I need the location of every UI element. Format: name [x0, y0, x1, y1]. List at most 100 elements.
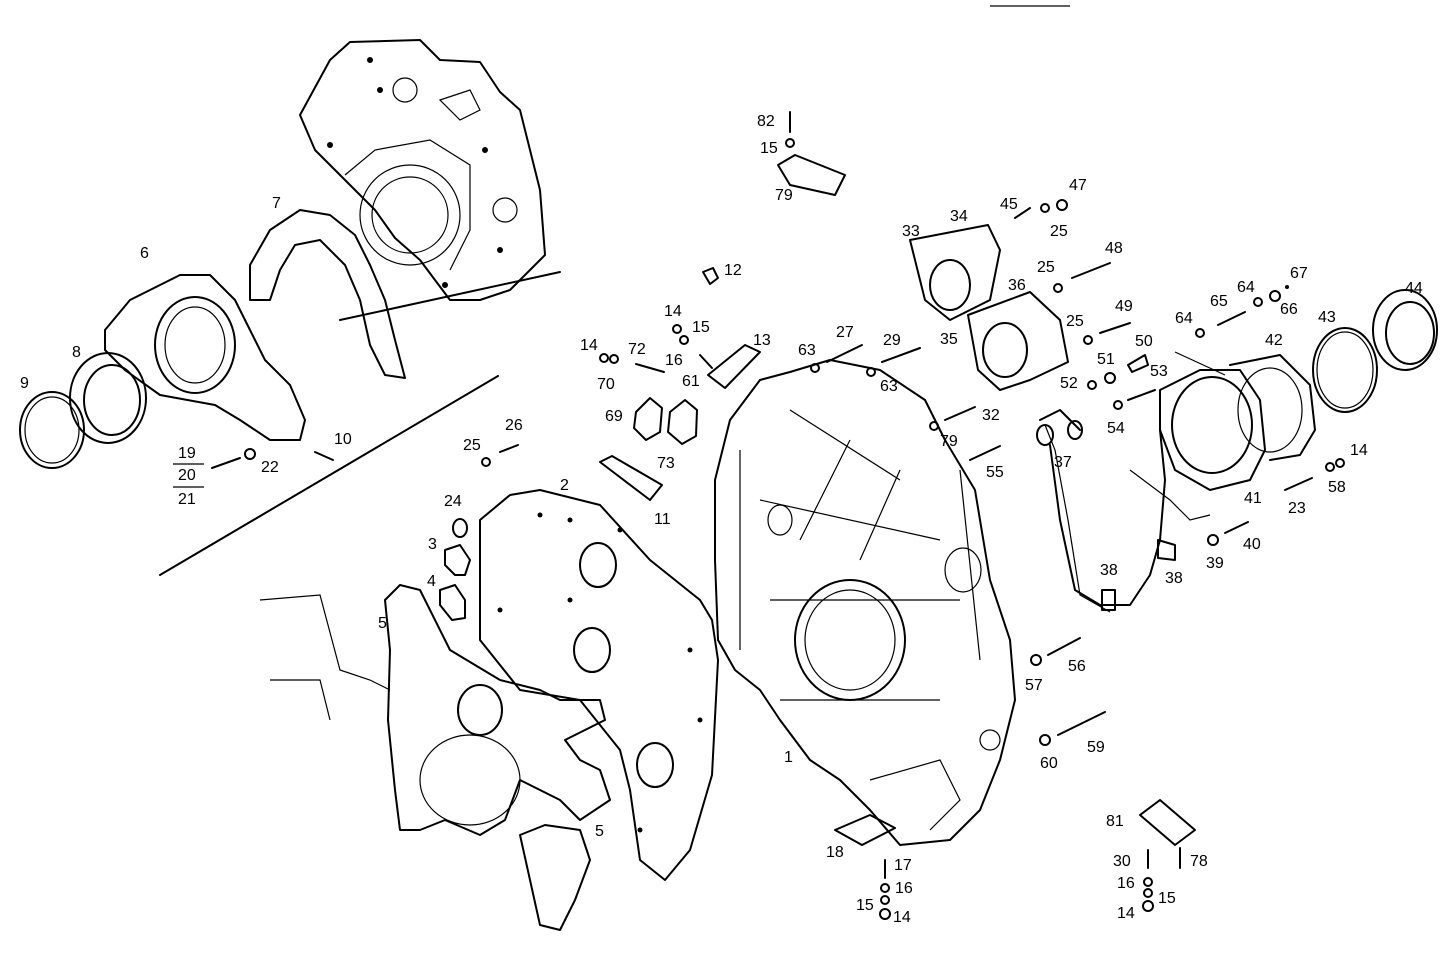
label-57: 57 — [1025, 677, 1043, 694]
label-18: 18 — [826, 844, 844, 861]
label-25: 25 — [1037, 259, 1055, 276]
plate-18 — [834, 814, 896, 846]
bracket-4 — [439, 584, 466, 621]
gasket-69 — [633, 397, 663, 441]
label-41: 41 — [1244, 490, 1262, 507]
dowel-10 — [314, 451, 334, 461]
label-78: 78 — [1190, 853, 1208, 870]
label-73: 73 — [657, 455, 675, 472]
label-36: 36 — [1008, 277, 1026, 294]
label-24: 24 — [444, 493, 462, 510]
label-53: 53 — [1150, 363, 1168, 380]
svg-text:20: 20 — [178, 467, 196, 484]
seal-ring-8 — [69, 352, 147, 444]
seal-housing-6 — [104, 274, 306, 441]
label-39: 39 — [1206, 555, 1224, 572]
label-2: 2 — [560, 477, 569, 494]
label-15: 15 — [856, 897, 874, 914]
label-64: 64 — [1237, 279, 1255, 296]
label-22: 22 — [261, 459, 279, 476]
label-16: 16 — [895, 880, 913, 897]
label-43: 43 — [1318, 309, 1336, 326]
label-54: 54 — [1107, 420, 1125, 437]
cover-33-34 — [909, 224, 1001, 321]
label-26: 26 — [505, 417, 523, 434]
label-16: 16 — [665, 352, 683, 369]
bolt-26 — [499, 444, 519, 453]
label-30: 30 — [1113, 853, 1131, 870]
label-47: 47 — [1069, 177, 1087, 194]
label-16: 16 — [1117, 875, 1135, 892]
label-72: 72 — [628, 341, 646, 358]
label-55: 55 — [986, 464, 1004, 481]
cover-41-42 — [1159, 354, 1316, 491]
label-82: 82 — [757, 113, 775, 130]
label-40: 40 — [1243, 536, 1261, 553]
label-29: 29 — [883, 332, 901, 349]
label-35: 35 — [940, 331, 958, 348]
label-14: 14 — [1117, 905, 1135, 922]
label-14: 14 — [1350, 442, 1368, 459]
pad-79-top — [777, 154, 846, 196]
svg-text:21: 21 — [178, 491, 196, 508]
label-63: 63 — [798, 342, 816, 359]
label-52: 52 — [1060, 375, 1078, 392]
gasket-7 — [249, 209, 406, 379]
label-27: 27 — [836, 324, 854, 341]
label-15: 15 — [1158, 890, 1176, 907]
plate-81 — [1139, 799, 1196, 846]
bracket-5 — [519, 824, 591, 931]
label-32: 32 — [982, 407, 1000, 424]
plug-12 — [702, 267, 719, 285]
tube-11 — [599, 455, 663, 501]
label-15: 15 — [692, 319, 710, 336]
label-6: 6 — [140, 245, 149, 262]
label-10: 10 — [334, 431, 352, 448]
label-14: 14 — [893, 909, 911, 926]
bracket-3 — [444, 544, 471, 576]
label-56: 56 — [1068, 658, 1086, 675]
label-44: 44 — [1405, 280, 1423, 297]
oil-pipe-37-38 — [1036, 409, 1211, 613]
pipe-left — [259, 594, 391, 721]
label-23: 23 — [1288, 500, 1306, 517]
label-81: 81 — [1106, 813, 1124, 830]
separator-line-upper — [339, 271, 561, 321]
label-50: 50 — [1135, 333, 1153, 350]
label-4: 4 — [427, 573, 436, 590]
label-51: 51 — [1097, 351, 1115, 368]
plug-24 — [452, 518, 468, 538]
label-79: 79 — [775, 187, 793, 204]
label-38: 38 — [1100, 562, 1118, 579]
plate-2 — [479, 489, 719, 881]
label-60: 60 — [1040, 755, 1058, 772]
label-45: 45 — [1000, 196, 1018, 213]
label-67: 67 — [1290, 265, 1308, 282]
label-7: 7 — [272, 195, 281, 212]
label-17: 17 — [894, 857, 912, 874]
fraction-label-19-20-21: 19 20 21 — [173, 445, 204, 508]
label-42: 42 — [1265, 332, 1283, 349]
label-5: 5 — [378, 615, 387, 632]
label-5: 5 — [595, 823, 604, 840]
bolt-19 — [211, 457, 241, 469]
label-69: 69 — [605, 408, 623, 425]
label-38: 38 — [1165, 570, 1183, 587]
label-66: 66 — [1280, 301, 1298, 318]
seal-ring-44 — [1372, 289, 1438, 371]
label-37: 37 — [1054, 454, 1072, 471]
label-25: 25 — [463, 437, 481, 454]
label-63: 63 — [880, 378, 898, 395]
label-61: 61 — [682, 373, 700, 390]
gasket-73 — [667, 399, 698, 445]
callout-labels: 1 2 3 4 5 5 6 7 8 9 10 11 12 13 14 14 14… — [20, 113, 1423, 926]
label-13: 13 — [753, 332, 771, 349]
flywheel-housing-1 — [714, 359, 1016, 846]
label-25: 25 — [1066, 313, 1084, 330]
cover-13 — [707, 344, 761, 389]
svg-text:19: 19 — [178, 445, 196, 462]
label-11: 11 — [654, 511, 671, 528]
label-9: 9 — [20, 375, 29, 392]
label-48: 48 — [1105, 240, 1123, 257]
